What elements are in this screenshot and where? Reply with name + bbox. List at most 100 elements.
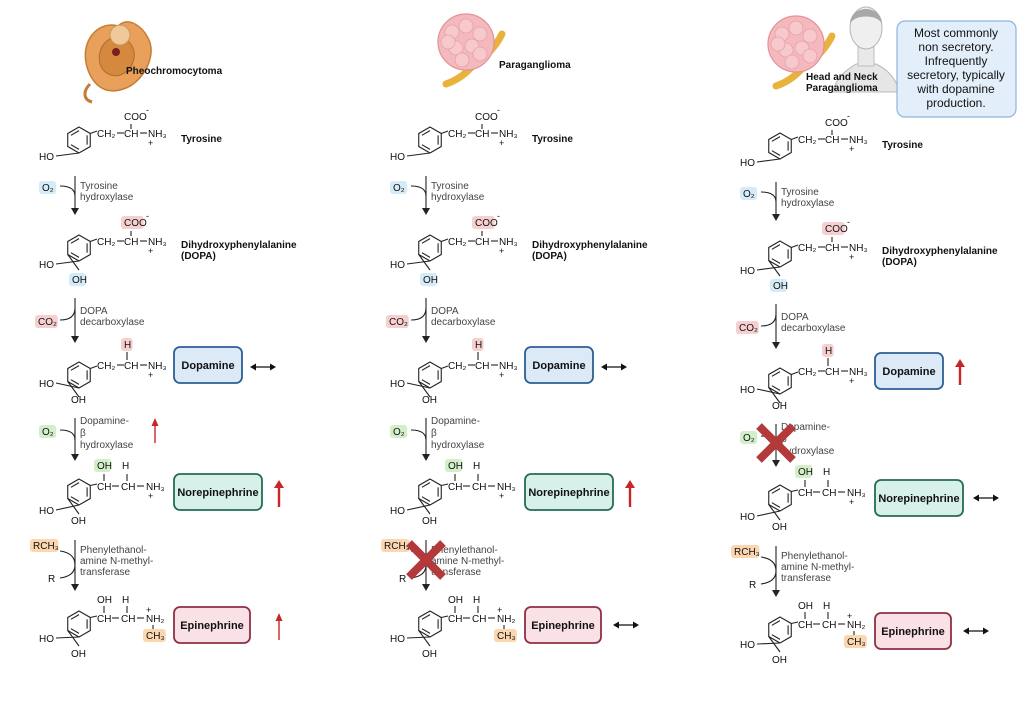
epinephrine-label: Epinephrine [881,626,945,638]
o2-badge-highlight [740,187,758,200]
r-label: R [399,574,406,585]
bond-line [406,260,431,265]
bond-line [55,504,80,511]
nh3-label: NH₃ [849,243,868,254]
cross-stroke [756,423,796,463]
charge-label: + [148,138,153,148]
nh3-label: NH₃ [497,482,516,493]
tumor-lobule [802,28,818,44]
bond-line [67,630,80,647]
o2-badge: O₂ [743,189,755,200]
charge-label: + [499,491,504,501]
dopamine-label: Dopamine [532,360,585,372]
arrow-head-right [633,621,639,629]
dopamine-box [874,352,944,390]
charge-label: + [499,138,504,148]
enzyme-label: DOPA [431,306,459,317]
double-bond [421,365,431,371]
bond-line [441,130,449,135]
blocked-step-cross-icon [756,423,796,463]
bond-line [418,630,431,647]
double-bond [421,379,431,385]
co2-badge-highlight [386,315,409,328]
oh-badge: OH [72,275,87,286]
co2-badge-highlight [736,321,759,334]
ch2-label: CH₂ [97,361,115,372]
double-bond [421,614,431,620]
ho-label: HO [39,152,54,163]
column-title-paraganglioma: Paraganglioma [499,60,571,71]
rch3-badge-highlight [731,545,760,558]
r-label: R [749,580,756,591]
charge-label: + [849,252,854,262]
ho-label: HO [390,152,405,163]
bond-line [441,483,449,487]
ho-label: HO [390,260,405,271]
double-bond [70,365,80,371]
charge-label: - [497,105,500,115]
double-bond [771,150,781,156]
double-bond [421,482,431,488]
double-bond [421,628,431,634]
charge-label: - [847,111,850,121]
enzyme-label: transferase [80,567,130,578]
arrow-head-left [613,621,619,629]
h-label: H [473,595,480,606]
dopa-label: (DOPA) [532,251,567,262]
arrow-head [955,359,965,367]
bond-line [418,381,431,398]
cofactor-curve [59,307,76,321]
arrow-head [151,418,159,426]
nh3-label: NH₃ [849,135,868,146]
ch2-label: CH₂ [97,129,115,140]
r-label: R [48,574,55,585]
o2-badge-highlight [390,181,408,194]
bond-line [768,387,781,404]
bond-line [90,365,98,370]
enzyme-label: β [80,428,86,439]
h-badge: H [124,340,131,351]
enzyme-label: hydroxylase [781,198,835,209]
charge-label: + [148,370,153,380]
ho-label: HO [39,634,54,645]
double-bond [771,502,781,508]
arrow-head-right [993,494,999,502]
coo-label: COO [475,112,498,123]
ch2-label: CH₂ [798,243,816,254]
ho-label: HO [39,379,54,390]
ch3-badge-highlight [494,629,517,642]
double-bond [421,252,431,258]
gland-medulla [98,36,135,77]
nh3-label: NH₃ [146,482,165,493]
ch-label: CH [822,488,836,499]
ch3-badge-highlight [143,629,166,642]
bond-line [768,260,781,277]
h-badge-highlight [121,338,133,351]
nh2-label: NH₂ [146,614,164,625]
tyrosine-label: Tyrosine [532,134,573,145]
ch-label: CH [97,614,111,625]
norepinephrine-box [874,479,964,517]
nh3-label: NH₃ [847,488,866,499]
arrow-head-right [270,363,276,371]
ho-label: HO [39,260,54,271]
epinephrine-box [173,606,251,644]
bond-line [55,382,80,389]
enzyme-label: Phenylethanol- [431,545,498,556]
column-title-pheochromocytoma: Pheochromocytoma [126,66,223,77]
callout-box [896,20,1017,118]
blocked-step-cross-icon [406,540,446,580]
unchanged-arrow-icon [973,494,999,502]
bond-line [441,365,449,370]
callout-text: Infrequently [925,54,988,68]
ho-label: HO [740,512,755,523]
ch-label: CH [475,361,489,372]
enzyme-label: hydroxylase [431,192,485,203]
charge-label: + [499,370,504,380]
charge-label: + [146,605,151,615]
norepinephrine-label: Norepinephrine [528,487,609,499]
oh-label: OH [422,516,437,527]
ch-label: CH [798,620,812,631]
charge-label: + [847,611,852,621]
